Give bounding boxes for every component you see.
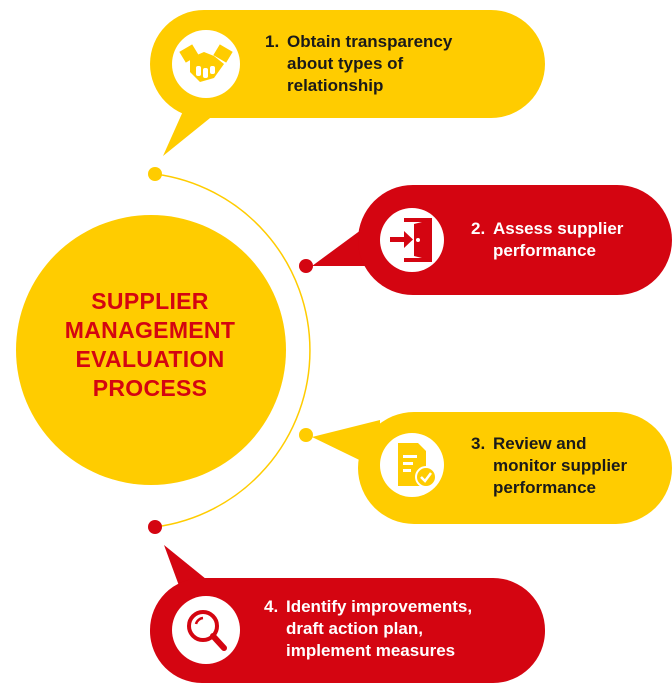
step-4-icon-circle (172, 596, 240, 664)
center-circle (16, 215, 286, 485)
step-2-line: performance (493, 241, 596, 260)
document-check-icon (398, 443, 437, 488)
center-title-line: MANAGEMENT (64, 317, 236, 343)
door-exit-icon (390, 218, 432, 262)
connector-dot-4 (148, 520, 162, 534)
handshake-icon (179, 44, 233, 82)
step-3-line: monitor supplier (493, 456, 628, 475)
center-title: SUPPLIER MANAGEMENT EVALUATION PROCESS (30, 287, 270, 403)
connector-dot-3 (299, 428, 313, 442)
step-3-bubble (312, 412, 672, 524)
step-1-line: about types of (287, 54, 404, 73)
step-4-bubble (150, 545, 545, 683)
center-title-line: EVALUATION (75, 346, 225, 372)
step-3-text: 3. Review and monitor supplier performanc… (471, 433, 627, 499)
step-1-text: 1. Obtain transparency about types of rel… (265, 31, 452, 97)
magnifier-icon (187, 610, 227, 651)
step-2-number: 2. (471, 219, 486, 238)
step-3-number: 3. (471, 434, 486, 453)
connector-dot-2 (299, 259, 313, 273)
step-3-line: Review and (493, 434, 587, 453)
step-3-line: performance (493, 478, 596, 497)
center-title-line: PROCESS (92, 375, 208, 401)
step-4-number: 4. (264, 597, 279, 616)
step-2-text: 2. Assess supplier performance (471, 218, 623, 262)
step-2-line: Assess supplier (493, 219, 624, 238)
step-1-number: 1. (265, 32, 280, 51)
center-title-line: SUPPLIER (91, 288, 209, 314)
step-1-line: Obtain transparency (287, 32, 453, 51)
step-1-bubble (150, 10, 545, 156)
step-1-line: relationship (287, 76, 384, 95)
step-4-line: draft action plan, (286, 619, 423, 638)
connector-arc (154, 173, 311, 528)
step-2-bubble (312, 185, 672, 295)
step-4-line: Identify improvements, (286, 597, 473, 616)
step-4-text: 4. Identify improvements, draft action pl… (264, 596, 472, 662)
step-4-line: implement measures (286, 641, 456, 660)
connector-dot-1 (148, 167, 162, 181)
